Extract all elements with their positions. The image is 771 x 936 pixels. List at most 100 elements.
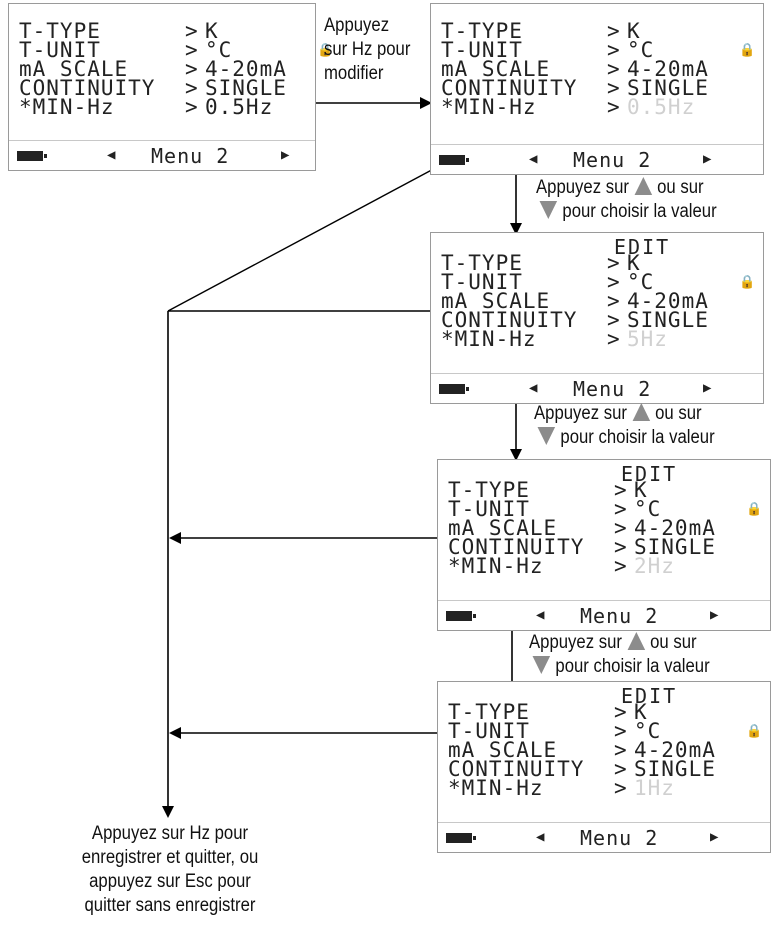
choose-suffix: ou sur [657,177,704,198]
save-line3: appuyez sur Esc pour [89,871,251,892]
setting-row: CONTINUITY>SINGLE [444,535,766,559]
setting-label: CONTINUITY [448,535,585,559]
setting-label: T-UNIT [441,270,523,294]
menu-label: Menu 2 [151,144,230,168]
setting-separator: > [614,554,628,578]
menu-label: Menu 2 [580,826,659,850]
choose-value-annotation-3: Appuyez sur ou sur pour choisir la valeur [529,631,710,679]
press-hz-annotation: Appuyez sur Hz pour modifier [324,14,410,86]
setting-row: *MIN-Hz>5Hz [437,327,759,351]
setting-row: T-TYPE>K [444,700,766,724]
choose-suffix: ou sur [650,632,697,653]
choose-line1: Appuyez sur ou sur [536,176,717,200]
choose-suffix: ou sur [655,403,702,424]
setting-value: °C [634,719,662,743]
choose-prefix: Appuyez sur [529,632,622,653]
press-hz-line1: Appuyez [324,15,390,36]
triangle-left-icon: ◀ [529,151,538,167]
setting-separator: > [614,776,628,800]
setting-label: T-UNIT [441,38,523,62]
choose-text: pour choisir la valeur [555,656,710,677]
save-exit-annotation: Appuyez sur Hz pour enregistrer et quitt… [56,822,285,918]
setting-separator: > [614,535,628,559]
setting-label: *MIN-Hz [19,95,115,119]
setting-separator: > [614,700,628,724]
setting-value: SINGLE [634,757,716,781]
setting-row: T-UNIT>°C🔒 [444,719,766,743]
setting-label: CONTINUITY [441,76,578,100]
setting-label: T-TYPE [441,19,523,43]
setting-value: SINGLE [205,76,287,100]
battery-icon [439,384,469,394]
setting-row: mA SCALE>4-20mA [437,59,759,80]
setting-row: *MIN-Hz>0.5Hz [437,97,759,118]
setting-separator: > [185,95,199,119]
setting-separator: > [607,270,621,294]
lock-icon: 🔒 [317,43,335,58]
triangle-right-icon: ▶ [703,151,712,167]
setting-value: °C [627,38,655,62]
setting-separator: > [185,57,199,81]
setting-row: CONTINUITY >SINGLE [15,76,337,100]
save-line1: Appuyez sur Hz pour [91,823,249,844]
lock-icon: 🔒 [739,275,757,290]
setting-label: mA SCALE [19,57,129,81]
choose-prefix: Appuyez sur [536,177,629,198]
setting-separator: > [607,289,621,313]
battery-icon [446,611,476,621]
setting-separator: > [614,478,628,502]
setting-value: °C [634,497,662,521]
setting-value: K [634,478,648,502]
setting-row: CONTINUITY>SINGLE [437,76,759,100]
setting-label: T-TYPE [441,251,523,275]
setting-row: T-UNIT>°C🔒 [444,497,766,521]
press-hz-line2: sur Hz pour [324,39,411,60]
setting-label: CONTINUITY [448,757,585,781]
setting-value: K [627,19,641,43]
min-hz-value: 5Hz [627,327,668,351]
setting-separator: > [185,76,199,100]
setting-row: T-UNIT>°C🔒 [15,40,337,61]
press-hz-line3: modifier [324,63,384,84]
setting-label: mA SCALE [441,289,551,313]
setting-row: CONTINUITY>SINGLE [437,308,759,332]
setting-row: mA SCALE >4-20mA [437,289,759,313]
setting-row: T-UNIT >°C 🔒 [437,38,759,62]
diagonal-connector [167,164,442,312]
setting-separator: > [607,38,621,62]
setting-row: *MIN-Hz >0.5Hz [15,95,337,119]
lock-icon: 🔒 [739,43,757,58]
setting-value: 4-20mA [627,289,709,313]
lcd-footer: ◀Menu 2▶ [438,822,770,852]
down-arrow-button-icon [539,201,558,219]
edit-indicator: EDIT [621,462,678,486]
setting-label: *MIN-Hz [448,776,544,800]
lcd-footer: ◀ Menu 2 ▶ [431,144,763,174]
setting-label: CONTINUITY [441,308,578,332]
triangle-left-icon: ◀ [529,380,538,396]
down-arrow-button-icon [532,656,551,674]
triangle-right-icon: ▶ [710,607,719,623]
setting-row: *MIN-Hz>1Hz [444,776,766,800]
setting-row: T-TYPE>K [15,21,337,42]
up-arrow-button-icon [632,403,650,421]
setting-label: *MIN-Hz [441,327,537,351]
menu-label: Menu 2 [580,604,659,628]
setting-separator: > [607,251,621,275]
setting-label: CONTINUITY [19,76,156,100]
setting-row: mA SCALE>4-20mA [444,738,766,762]
setting-value: K [634,700,648,724]
menu-label: Menu 2 [573,377,652,401]
min-hz-value: 0.5Hz [205,95,274,119]
setting-separator: > [614,497,628,521]
choose-line2: pour choisir la valeur [536,200,717,224]
menu-label: Menu 2 [573,148,652,172]
setting-separator: > [607,76,621,100]
setting-value: 4-20mA [634,738,716,762]
